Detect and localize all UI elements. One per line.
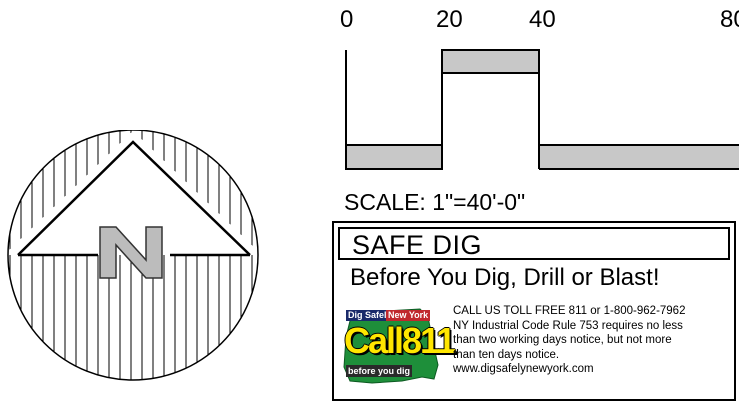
safe-dig-tagline: Before You Dig, Drill or Blast! (350, 264, 660, 291)
north-arrow-symbol (4, 130, 262, 381)
logo-dig-safely: Dig Safely. (346, 310, 396, 321)
info-line-phone: CALL US TOLL FREE 811 or 1-800-962-7962 (453, 305, 686, 317)
info-line-rule: NY Industrial Code Rule 753 requires no … (453, 319, 683, 332)
safe-dig-panel: SAFE DIG Before You Dig, Drill or Blast!… (332, 221, 736, 401)
scale-bar (345, 49, 739, 170)
call811-logo: Dig Safely. New York Call811 before you … (342, 307, 456, 385)
safe-dig-info: CALL US TOLL FREE 811 or 1-800-962-7962 … (453, 304, 737, 377)
safe-dig-title-frame: SAFE DIG (338, 227, 730, 260)
north-letter-n (99, 226, 163, 279)
info-line-notice: than two working days notice, but not mo… (453, 334, 672, 346)
safe-dig-title: SAFE DIG (352, 230, 483, 260)
scale-segment-fill (442, 50, 539, 73)
scale-segment-fill (346, 145, 442, 169)
info-line-website[interactable]: www.digsafelynewyork.com (453, 363, 594, 375)
scale-tick-label: 20 (436, 6, 463, 33)
scale-text: SCALE: 1"=40'-0" (344, 189, 526, 215)
logo-call811: Call811 (344, 320, 456, 361)
north-arrow-chevron (17, 140, 251, 256)
scale-tick-label: 0 (340, 6, 354, 33)
scale-tick-label: 40 (529, 6, 556, 33)
scale-segment-fill (539, 145, 739, 169)
info-line-notice-end: than ten days notice. (453, 348, 560, 361)
logo-new-york: New York (386, 310, 431, 321)
scale-tick-label: 80 (720, 6, 739, 33)
north-circle (7, 130, 259, 381)
logo-before-you-dig: before you dig (346, 365, 413, 377)
